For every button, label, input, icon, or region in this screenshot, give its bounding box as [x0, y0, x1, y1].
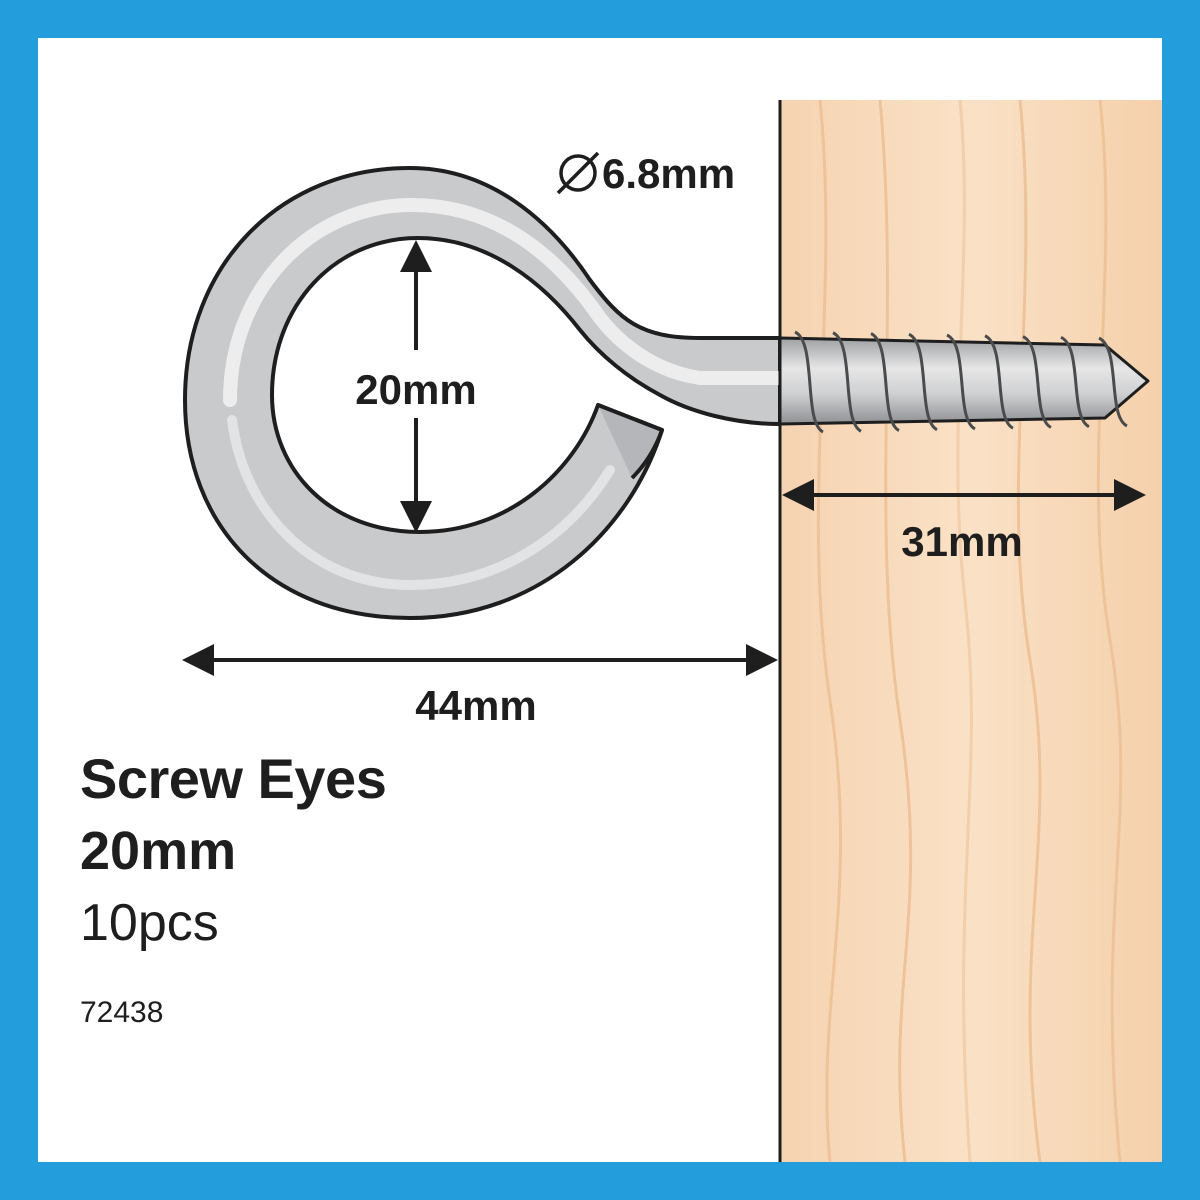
thread-ridge [1098, 336, 1128, 428]
thread-length-label: 31mm [901, 518, 1022, 565]
thread-ridge [984, 334, 1014, 430]
product-quantity: 10pcs [80, 894, 219, 952]
thread-ridge [832, 331, 862, 433]
wire-diameter-label: 6.8mm [602, 150, 735, 197]
wood-grain-lines [816, 99, 1123, 1163]
thread-length-dimension: 31mm [782, 479, 1146, 565]
wood-block [778, 99, 1162, 1163]
threaded-shank [778, 330, 1150, 434]
thread-ridge [946, 333, 976, 431]
diameter-icon [556, 151, 600, 195]
thread-ridge [908, 332, 938, 432]
wire-diameter-dimension: 6.8mm [556, 150, 735, 197]
product-size: 20mm [80, 821, 237, 881]
thread-ridge [1060, 335, 1090, 429]
thread-ridge [794, 330, 824, 434]
thread-ridge [1022, 335, 1052, 429]
overall-length-label: 44mm [415, 682, 536, 729]
eye-diameter-dimension: 20mm [355, 240, 477, 533]
eye-highlight [223, 197, 787, 407]
screw-eye-ring [183, 166, 787, 620]
thread-ridge [870, 332, 900, 432]
eye-diameter-label: 20mm [355, 366, 476, 413]
product-name: Screw Eyes [80, 747, 387, 810]
eye-cut-end [597, 403, 664, 480]
overall-length-dimension: 44mm [182, 644, 778, 729]
product-code: 72438 [80, 996, 164, 1029]
